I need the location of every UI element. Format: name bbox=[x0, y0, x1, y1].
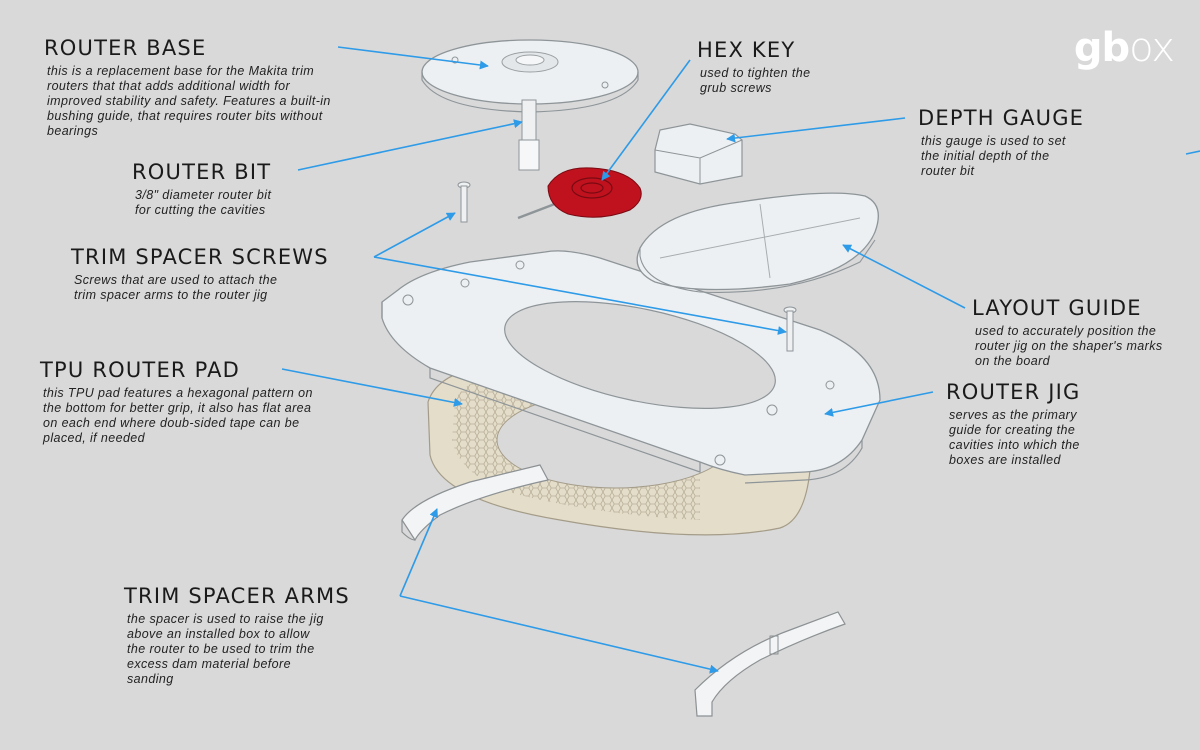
leader-layout-guide bbox=[842, 244, 966, 309]
callout-router-bit: ROUTER BIT 3/8" diameter router bit for … bbox=[132, 160, 282, 218]
callout-trim-spacer-screws: TRIM SPACER SCREWS Screws that are used … bbox=[71, 245, 329, 303]
leader-router-jig bbox=[824, 391, 934, 417]
callout-title: ROUTER JIG bbox=[946, 380, 1081, 404]
callout-title: TRIM SPACER ARMS bbox=[124, 584, 350, 608]
callout-title: HEX KEY bbox=[697, 38, 796, 62]
callout-title: ROUTER BIT bbox=[132, 160, 272, 184]
callout-router-base: ROUTER BASE this is a replacement base f… bbox=[44, 36, 344, 139]
callout-title: ROUTER BASE bbox=[44, 36, 207, 60]
gbox-logo: gbox bbox=[1073, 25, 1175, 71]
callout-desc: this is a replacement base for the Makit… bbox=[47, 64, 331, 138]
leader-depth-gauge bbox=[726, 117, 906, 143]
callout-title: LAYOUT GUIDE bbox=[972, 296, 1142, 320]
router-bit bbox=[518, 99, 540, 171]
callout-title: TPU ROUTER PAD bbox=[40, 358, 241, 382]
leader-hex-key bbox=[601, 59, 691, 181]
trim-spacer-arm-right bbox=[694, 611, 846, 717]
callout-desc: used to accurately position the router j… bbox=[975, 324, 1163, 368]
layout-guide bbox=[636, 192, 879, 293]
callout-tpu-router-pad: TPU ROUTER PAD this TPU pad features a h… bbox=[40, 358, 320, 446]
callout-router-jig: ROUTER JIG serves as the primary guide f… bbox=[946, 380, 1096, 468]
leader-router-base bbox=[337, 46, 489, 70]
depth-gauge bbox=[654, 123, 743, 185]
leader-depth-gauge-extra bbox=[1185, 150, 1200, 155]
callout-hex-key: HEX KEY used to tighten the grub screws bbox=[697, 38, 827, 96]
callout-desc: the spacer is used to raise the jig abov… bbox=[127, 612, 324, 686]
leader-router-bit bbox=[297, 119, 523, 171]
leader-lines bbox=[281, 46, 1200, 674]
leader-screw-left bbox=[373, 212, 456, 258]
leader-arm-left bbox=[399, 508, 438, 597]
callout-desc: 3/8" diameter router bit for cutting the… bbox=[135, 188, 272, 217]
callout-title: TRIM SPACER SCREWS bbox=[71, 245, 329, 269]
leader-arm-right bbox=[399, 595, 719, 674]
callout-title: DEPTH GAUGE bbox=[918, 106, 1085, 130]
callout-desc: used to tighten the grub screws bbox=[700, 66, 811, 95]
callout-desc: Screws that are used to attach the trim … bbox=[74, 273, 278, 302]
hex-key bbox=[517, 167, 642, 220]
callout-desc: serves as the primary guide for creating… bbox=[949, 408, 1080, 467]
leader-screw-right bbox=[373, 256, 787, 335]
callout-desc: this TPU pad features a hexagonal patter… bbox=[43, 386, 313, 445]
trim-spacer-screw-left bbox=[457, 181, 471, 223]
callout-depth-gauge: DEPTH GAUGE this gauge is used to set th… bbox=[918, 106, 1085, 179]
callout-layout-guide: LAYOUT GUIDE used to accurately position… bbox=[972, 296, 1172, 369]
leader-tpu-pad bbox=[281, 368, 463, 407]
callout-desc: this gauge is used to set the initial de… bbox=[921, 134, 1066, 178]
router-base bbox=[421, 39, 639, 113]
logo-light-text: ox bbox=[1129, 25, 1175, 71]
trim-spacer-arm-left bbox=[401, 464, 549, 542]
callout-trim-spacer-arms: TRIM SPACER ARMS the spacer is used to r… bbox=[124, 584, 350, 687]
logo-bold-text: gb bbox=[1073, 25, 1130, 71]
router-jig bbox=[381, 250, 881, 484]
trim-spacer-screw-right bbox=[783, 306, 797, 352]
